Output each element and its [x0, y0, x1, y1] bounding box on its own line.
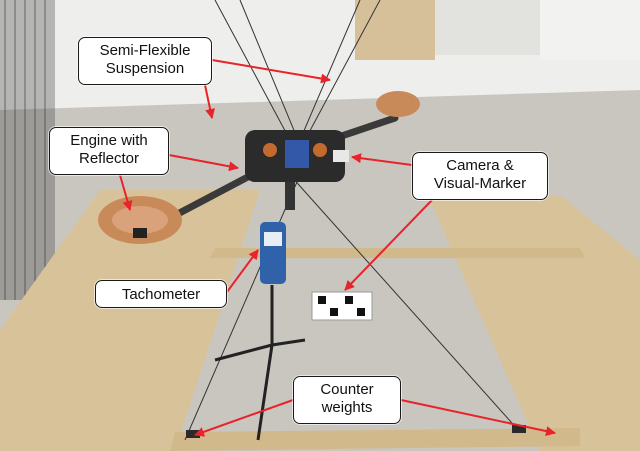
engine-label-line2: Reflector — [78, 150, 140, 167]
counterweights-label: Counter weights — [293, 376, 401, 424]
camera-label: Camera & Visual-Marker — [412, 152, 548, 200]
camera — [333, 150, 349, 162]
left-board — [0, 190, 260, 451]
engine-label-line1: Engine with — [70, 132, 148, 149]
camera-label-line2: Visual-Marker — [433, 175, 527, 192]
counterweights-label-line1: Counter — [320, 381, 374, 398]
right-reflector — [376, 91, 420, 117]
suspension-label-line1: Semi-Flexible — [99, 42, 191, 59]
tachometer-label: Tachometer — [95, 280, 227, 308]
tachometer-label-line1: Tachometer — [121, 286, 201, 303]
tachometer-device — [260, 222, 286, 284]
cage-fence — [0, 0, 55, 300]
suspension-label-line2: Suspension — [105, 60, 185, 77]
counterweight-left — [186, 430, 200, 438]
engine-label: Engine with Reflector — [49, 127, 169, 175]
right-board — [430, 195, 640, 451]
wall-board — [355, 0, 435, 60]
wall-cabinet — [540, 0, 640, 60]
counterweight-right — [512, 425, 526, 433]
suspension-label: Semi-Flexible Suspension — [78, 37, 212, 85]
camera-label-line1: Camera & — [446, 157, 514, 174]
counterweights-label-line2: weights — [321, 399, 373, 416]
